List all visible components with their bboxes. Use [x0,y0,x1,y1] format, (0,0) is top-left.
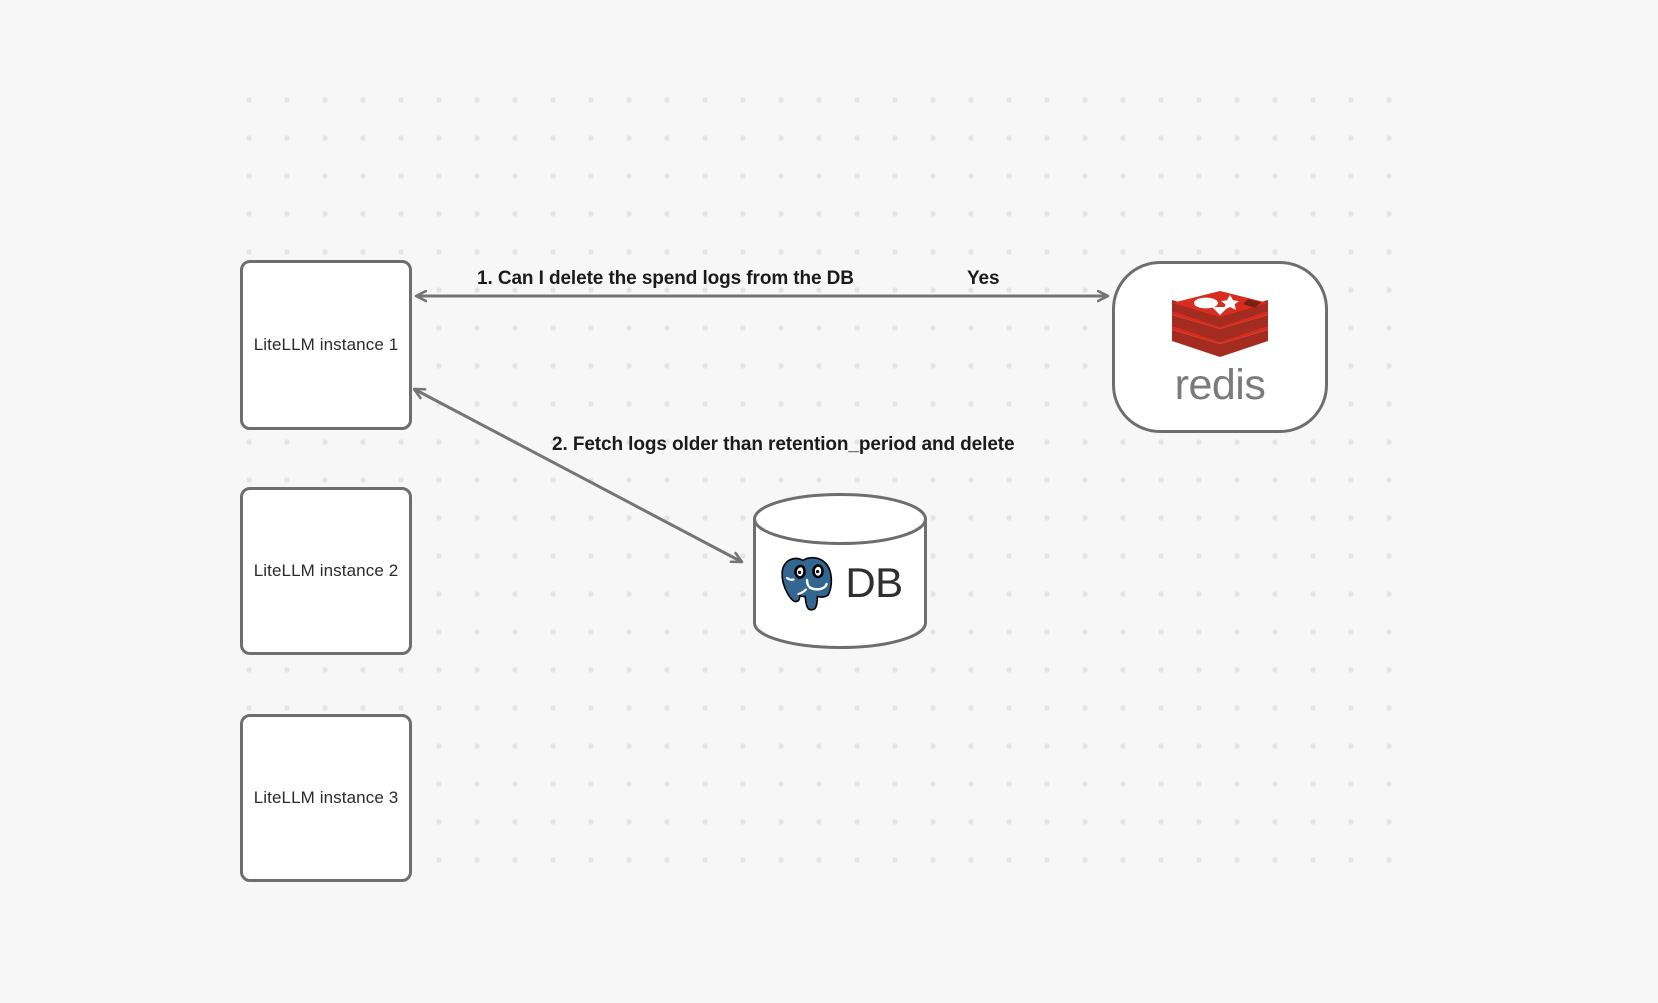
node-litellm-instance-2-label: LiteLLM instance 2 [253,561,399,580]
node-litellm-instance-3-label: LiteLLM instance 3 [253,788,399,807]
edge-label-yes: Yes [967,268,1000,289]
node-litellm-instance-1-label: LiteLLM instance 1 [253,335,399,354]
redis-wordmark: redis [1174,360,1266,409]
edge-label-step-1: 1. Can I delete the spend logs from the … [477,268,854,289]
edge-label-step-2: 2. Fetch logs older than retention_perio… [552,434,1015,455]
edge-litellm1-db [414,387,742,564]
node-litellm-instance-3[interactable]: LiteLLM instance 3 [240,714,412,882]
cylinder-shape [753,493,927,649]
node-db[interactable]: DB [752,492,928,650]
postgresql-elephant-icon [781,556,833,611]
node-litellm-instance-1[interactable]: LiteLLM instance 1 [240,260,412,430]
node-redis[interactable]: redis [1112,261,1328,433]
node-litellm-instance-2[interactable]: LiteLLM instance 2 [240,487,412,655]
redis-stack-icon [1172,290,1268,357]
db-label: DB [845,559,903,606]
